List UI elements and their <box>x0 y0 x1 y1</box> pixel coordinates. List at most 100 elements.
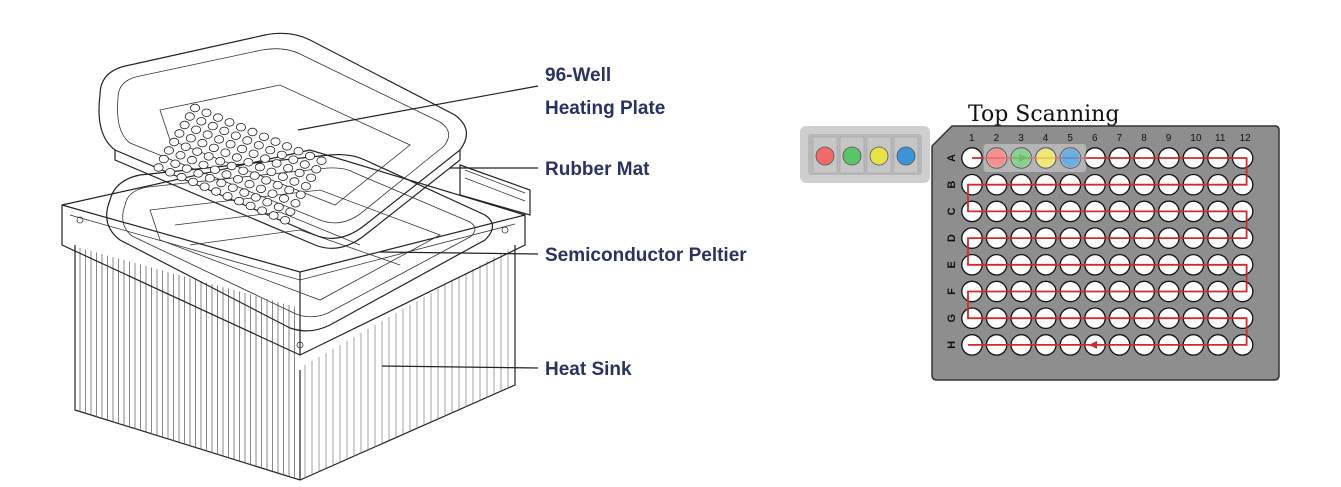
plate-well <box>306 173 317 182</box>
plate-well <box>199 182 210 191</box>
plate-well <box>227 183 238 192</box>
detector-dot <box>815 146 835 166</box>
plate-well <box>304 151 315 161</box>
plate-well <box>285 207 296 216</box>
leader-peltier <box>379 251 539 255</box>
plate-well <box>232 175 243 184</box>
plate-well <box>289 177 300 186</box>
heat-sink-fins <box>79 248 509 479</box>
row-label: B <box>946 181 958 189</box>
detector-head <box>800 126 930 183</box>
column-label: 2 <box>994 133 1000 144</box>
column-label: 1 <box>969 133 975 144</box>
plate-well <box>270 137 281 146</box>
plate-well <box>257 206 268 215</box>
leader-lines <box>297 85 539 369</box>
column-label: 3 <box>1018 133 1024 144</box>
plate-well <box>262 197 273 207</box>
column-label: 5 <box>1067 133 1073 144</box>
plate-well <box>220 148 231 157</box>
scan-arrow-row-h <box>1089 340 1097 349</box>
plate-well <box>253 141 264 150</box>
plate-well <box>221 170 232 179</box>
plate-well <box>238 166 249 175</box>
row-label: A <box>946 154 958 162</box>
plate-well <box>243 158 254 167</box>
plate-well <box>272 180 283 190</box>
plate-well <box>245 201 256 211</box>
plate-well <box>300 182 311 191</box>
plate-well <box>271 159 282 168</box>
plate-well <box>267 189 278 198</box>
plate-well <box>224 118 235 127</box>
plate-well <box>186 155 197 165</box>
plate-well <box>268 211 279 220</box>
plate-well <box>239 188 250 197</box>
column-label: 4 <box>1043 133 1049 144</box>
plate-well <box>212 113 223 122</box>
plate-well <box>214 135 225 144</box>
label-heating-plate-line2: Heating Plate <box>545 98 665 119</box>
plate-well <box>196 117 207 126</box>
column-label: 12 <box>1240 133 1252 144</box>
row-label: C <box>946 207 958 215</box>
plate-well <box>193 169 204 178</box>
plate-well <box>249 171 260 180</box>
leader-heating-plate <box>297 85 539 131</box>
plate-well <box>265 145 276 155</box>
plate-well <box>179 120 190 130</box>
plate-well <box>207 121 218 131</box>
plate-well <box>191 125 202 134</box>
plate-well <box>276 150 287 160</box>
overlay-spot <box>987 148 1006 168</box>
plate-well <box>219 126 230 136</box>
plate-well <box>226 161 237 171</box>
detector-dots <box>812 136 919 174</box>
plate-well <box>192 147 203 156</box>
plate-wells <box>153 103 327 225</box>
plate-well <box>254 162 265 172</box>
plate-well <box>181 164 192 173</box>
label-rubber-mat: Rubber Mat <box>545 159 650 180</box>
row-label: D <box>946 234 958 242</box>
leader-heat-sink <box>381 365 539 369</box>
plate-well <box>293 146 304 156</box>
column-label: 9 <box>1166 133 1172 144</box>
plate-well <box>169 137 180 147</box>
plate-well <box>242 136 253 145</box>
overlay-spot <box>1036 148 1056 168</box>
plate-well <box>158 154 169 164</box>
label-heat-sink: Heat Sink <box>545 359 632 380</box>
plate-well <box>225 139 236 149</box>
plate-well <box>180 142 191 151</box>
scan-path <box>967 157 1248 346</box>
plate-well <box>197 138 208 148</box>
plate-well <box>277 172 288 181</box>
base-frame <box>61 149 526 356</box>
plate-well <box>244 179 255 189</box>
detector-dot <box>842 146 862 166</box>
plate-well <box>184 112 195 121</box>
detector-overlay <box>983 144 1086 172</box>
row-label: E <box>946 261 958 268</box>
plate-well <box>202 130 213 139</box>
plate-well <box>163 146 174 155</box>
plate-well <box>216 178 227 188</box>
plate-well <box>215 156 226 166</box>
plate-well <box>203 152 214 161</box>
plate-well <box>288 155 299 164</box>
plate-well <box>260 154 271 163</box>
detector-dot <box>896 146 916 166</box>
plate-well <box>316 156 327 165</box>
plate-well <box>258 132 269 141</box>
detector-dot <box>869 146 889 166</box>
plate-well <box>185 134 196 143</box>
plate-well <box>189 103 200 113</box>
plate-well <box>208 143 219 153</box>
plate-well <box>250 193 261 202</box>
plate-well <box>237 144 248 154</box>
plate-well <box>222 192 233 201</box>
label-heating-plate-line1: 96-Well <box>545 65 611 86</box>
